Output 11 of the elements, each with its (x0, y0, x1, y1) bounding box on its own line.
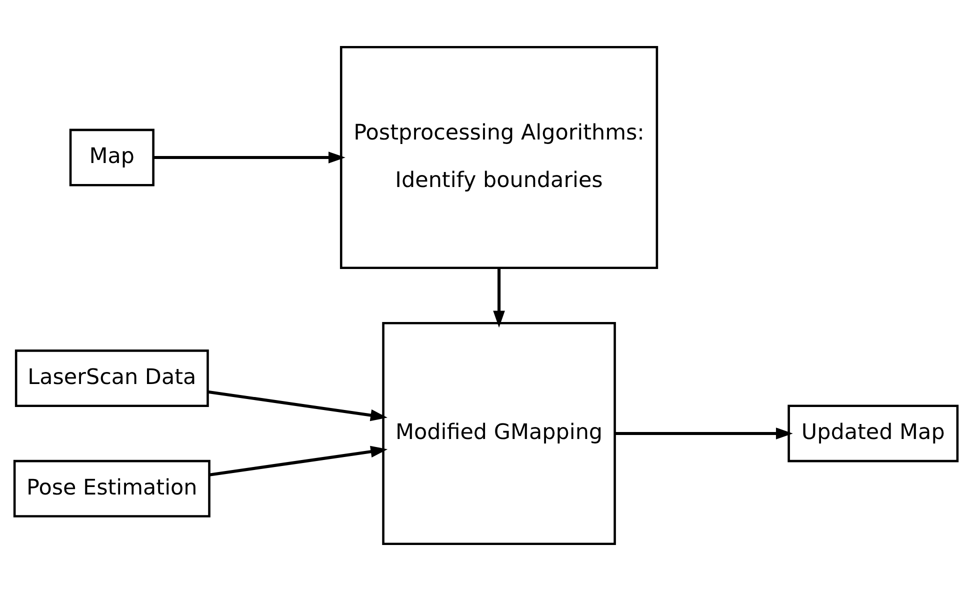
arrow (614, 428, 793, 440)
node-box: Updated Map (788, 404, 959, 462)
arrow (209, 446, 388, 476)
arrow (154, 152, 346, 164)
arrow (493, 268, 505, 328)
node-box: Pose Estimation (13, 460, 210, 518)
node-box: Map (69, 128, 154, 186)
node-box: LaserScan Data (14, 350, 209, 408)
node-box: Modified GMapping (382, 322, 616, 546)
node-box: Postprocessing Algorithms: Identify boundaries (340, 46, 658, 270)
arrow (208, 390, 388, 422)
